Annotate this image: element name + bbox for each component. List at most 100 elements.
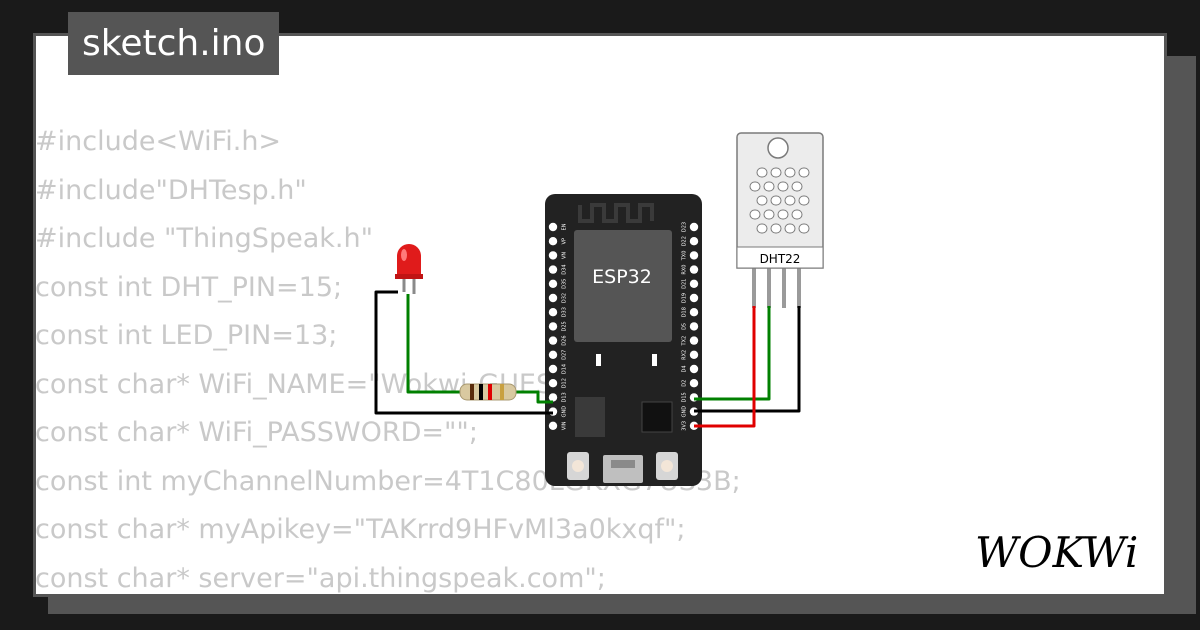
- vent-hole: [763, 181, 775, 192]
- header-pin[interactable]: [548, 350, 558, 359]
- header-pin[interactable]: [548, 279, 558, 288]
- wire-led-to-resistor: [406, 294, 464, 394]
- right-header-pins: D23D22TX0RX0D21D19D18D5TX2RX2D4D2D15GND3…: [682, 222, 699, 431]
- vent-hole: [791, 209, 803, 220]
- header-pin[interactable]: [689, 251, 699, 260]
- wire-dht-data-to-d15: [694, 306, 771, 401]
- header-pin[interactable]: [548, 379, 558, 388]
- pin-label: D22: [682, 236, 688, 246]
- resistor[interactable]: [459, 383, 517, 401]
- vent-hole: [749, 181, 761, 192]
- esp32-board[interactable]: ESP32 ENVPVND34D35D32D33D25D26D27D14D12D…: [545, 194, 702, 486]
- wires: [374, 290, 801, 428]
- header-pin[interactable]: [689, 379, 699, 388]
- vent-hole: [756, 223, 768, 234]
- esp32-label: ESP32: [592, 266, 652, 288]
- pin-label: RX2: [682, 350, 688, 360]
- header-pin[interactable]: [548, 237, 558, 246]
- pin-label: VIN: [562, 421, 568, 430]
- wokwi-logo: WOKWi: [975, 528, 1138, 577]
- header-pin[interactable]: [689, 364, 699, 374]
- wire-led-to-gnd: [374, 290, 553, 415]
- usb-port: [603, 455, 643, 483]
- wire-resistor-to-d13: [512, 390, 553, 404]
- header-pin[interactable]: [689, 308, 699, 317]
- vent-hole: [791, 181, 803, 192]
- vent-hole: [798, 195, 810, 206]
- code-line: #include "ThingSpeak.h": [35, 223, 373, 254]
- pin-label: D2: [682, 380, 688, 387]
- vent-hole: [763, 209, 775, 220]
- left-header-pins: ENVPVND34D35D32D33D25D26D27D14D12D13GNDV…: [548, 222, 568, 430]
- vent-hole: [798, 167, 810, 178]
- pin-label: D26: [562, 335, 568, 345]
- pin-label: D35: [562, 279, 568, 289]
- pin-label: 3V3: [682, 421, 688, 431]
- vent-hole: [777, 181, 789, 192]
- pin-label: D19: [682, 293, 688, 303]
- pin-label: D14: [562, 364, 568, 374]
- pin-label: EN: [562, 223, 568, 230]
- wokwi-logo-text: WOKWi: [975, 528, 1138, 577]
- pin-label: D4: [682, 365, 688, 372]
- vent-hole: [784, 223, 796, 234]
- code-line: const char* server="api.thingspeak.com";: [35, 562, 606, 594]
- header-pin[interactable]: [548, 421, 558, 430]
- usb-chip: [641, 401, 673, 433]
- voltage-regulator: [575, 397, 605, 437]
- header-pin[interactable]: [689, 237, 699, 246]
- header-pin[interactable]: [548, 222, 558, 232]
- header-pin[interactable]: [548, 308, 558, 317]
- header-pin[interactable]: [689, 336, 699, 345]
- vent-hole: [784, 167, 796, 178]
- pin-label: D34: [562, 264, 568, 274]
- header-pin[interactable]: [548, 322, 558, 331]
- header-pin[interactable]: [548, 265, 558, 274]
- pin-label: RX0: [682, 265, 688, 275]
- vent-hole: [770, 223, 782, 234]
- code-line: const char* WiFi_NAME="Wokwi-GUEST";: [35, 368, 592, 400]
- header-pin[interactable]: [689, 350, 699, 359]
- pin-label: D21: [682, 279, 688, 289]
- pin-label: D25: [562, 321, 568, 331]
- esp32-module: [574, 230, 672, 342]
- pin-label: VP: [562, 238, 568, 244]
- vent-hole: [798, 223, 810, 234]
- dht22-label: DHT22: [760, 252, 801, 266]
- header-pin[interactable]: [548, 293, 558, 303]
- pin-label: TX2: [682, 336, 688, 347]
- header-pin[interactable]: [548, 251, 558, 260]
- vent-hole: [770, 195, 782, 206]
- header-pin[interactable]: [548, 393, 558, 402]
- header-pin[interactable]: [689, 222, 699, 232]
- vent-hole: [756, 167, 768, 178]
- pin-label: D23: [682, 222, 688, 232]
- header-pin[interactable]: [548, 364, 558, 374]
- pin-label: GND: [682, 406, 688, 418]
- vent-hole: [784, 195, 796, 206]
- code-line: #include<WiFi.h>: [35, 126, 282, 157]
- code-line: #include"DHTesp.h": [35, 174, 307, 206]
- code-line: const int DHT_PIN=15;: [35, 271, 343, 303]
- pin-label: VN: [562, 252, 568, 259]
- pin-label: TX0: [682, 251, 688, 262]
- code-line: const char* WiFi_PASSWORD="";: [35, 417, 478, 448]
- pin-label: D12: [562, 378, 568, 388]
- header-pin[interactable]: [548, 336, 558, 345]
- vent-hole: [756, 195, 768, 206]
- vent-hole: [749, 209, 761, 220]
- header-pin[interactable]: [689, 322, 699, 331]
- pin-label: GND: [562, 406, 568, 418]
- header-pin[interactable]: [689, 293, 699, 303]
- dht22-sensor[interactable]: DHT22: [736, 132, 824, 308]
- header-pin[interactable]: [689, 265, 699, 274]
- pin-label: D5: [682, 323, 688, 330]
- vent-hole: [770, 167, 782, 178]
- code-line: const char* myApikey="TAKrrd9HFvMl3a0kxq…: [35, 514, 686, 545]
- pin-label: D18: [682, 307, 688, 317]
- red-led[interactable]: [395, 244, 423, 294]
- file-name-badge: sketch.ino: [68, 12, 280, 75]
- header-pin[interactable]: [689, 279, 699, 288]
- pin-label: D13: [562, 392, 568, 402]
